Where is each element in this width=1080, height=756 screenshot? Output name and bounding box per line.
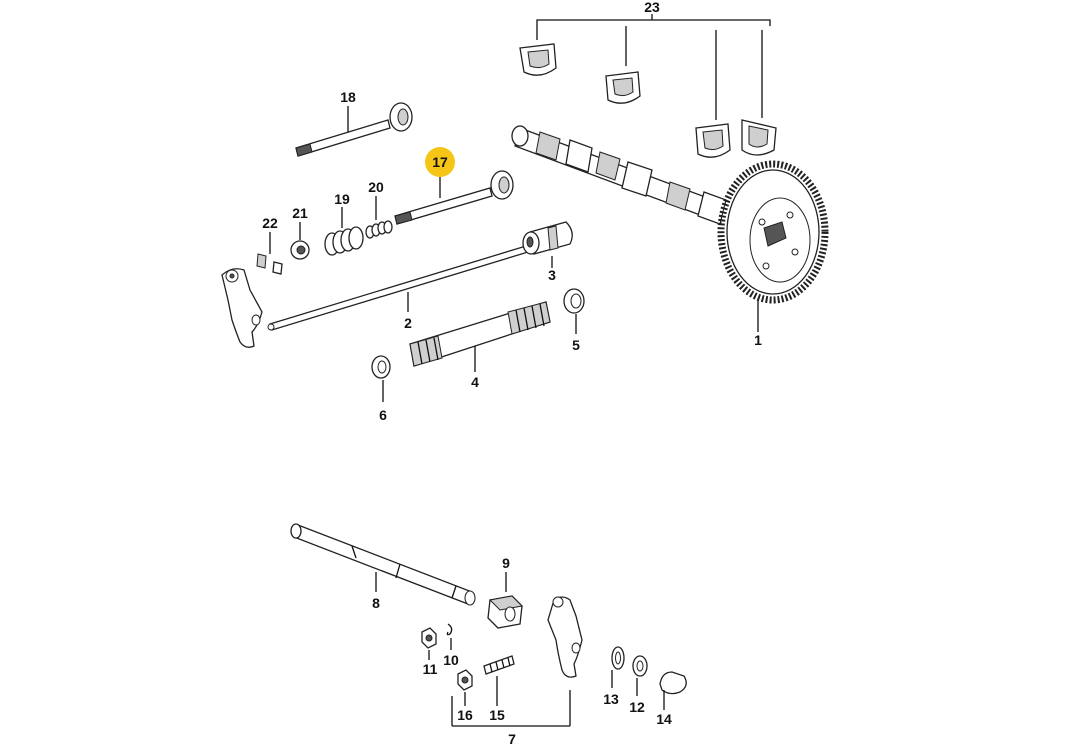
rocker-shaft-part[interactable] [290,523,476,606]
part-label-1: 1 [754,332,762,348]
part-label-17[interactable]: 17 [432,154,448,170]
pushrod-part[interactable] [267,245,529,331]
hex-nut-upper-part[interactable] [421,627,437,649]
hex-nut-lower-part[interactable] [457,669,473,691]
part-label-20: 20 [368,179,384,195]
seal-ring-upper-part[interactable] [563,288,585,314]
intake-valve-part[interactable] [394,170,514,225]
part-label-5: 5 [572,337,580,353]
part-label-22: 22 [262,215,278,231]
part-label-2: 2 [404,315,412,331]
exhaust-valve-part[interactable] [295,102,413,157]
spring-washer-part[interactable] [611,646,625,670]
part-label-19: 19 [334,191,350,207]
part-label-15: 15 [489,707,505,723]
part-label-14: 14 [656,711,672,727]
part-label-11: 11 [423,661,438,677]
flat-washer-part[interactable] [632,655,648,677]
part-label-7-bracket [451,690,571,727]
part-label-18: 18 [340,89,356,105]
valve-spring-inner-part[interactable] [365,220,393,239]
seal-ring-lower-part[interactable] [371,355,391,379]
part-label-16: 16 [457,707,473,723]
part-label-6: 6 [379,407,387,423]
shaft-support-block-part[interactable] [487,595,524,629]
pushrod-tube-part[interactable] [409,301,551,367]
spring-cap-part[interactable] [290,240,310,260]
bearing-shell-part[interactable] [519,43,777,158]
part-label-23-bracket [536,14,771,120]
valve-keeper-part[interactable] [256,253,283,275]
threaded-stud-part[interactable] [483,655,515,675]
part-label-3: 3 [548,267,556,283]
rocker-arm-lower-part[interactable] [547,596,583,678]
part-label-7: 7 [508,731,516,747]
rocker-arm-part[interactable] [221,268,263,348]
part-label-12: 12 [629,699,645,715]
cam-follower-part[interactable] [522,221,573,255]
part-label-23: 23 [644,0,660,15]
part-label-8: 8 [372,595,380,611]
part-label-10: 10 [443,652,459,668]
part-label-4: 4 [471,374,479,390]
part-label-21: 21 [292,205,308,221]
camshaft-part[interactable] [511,125,829,304]
part-label-9: 9 [502,555,510,571]
part-label-13: 13 [603,691,619,707]
retaining-clip-part[interactable] [446,623,453,636]
highlight-marker [425,147,455,177]
valve-spring-part[interactable] [324,226,364,256]
circlip-part[interactable] [659,671,687,695]
